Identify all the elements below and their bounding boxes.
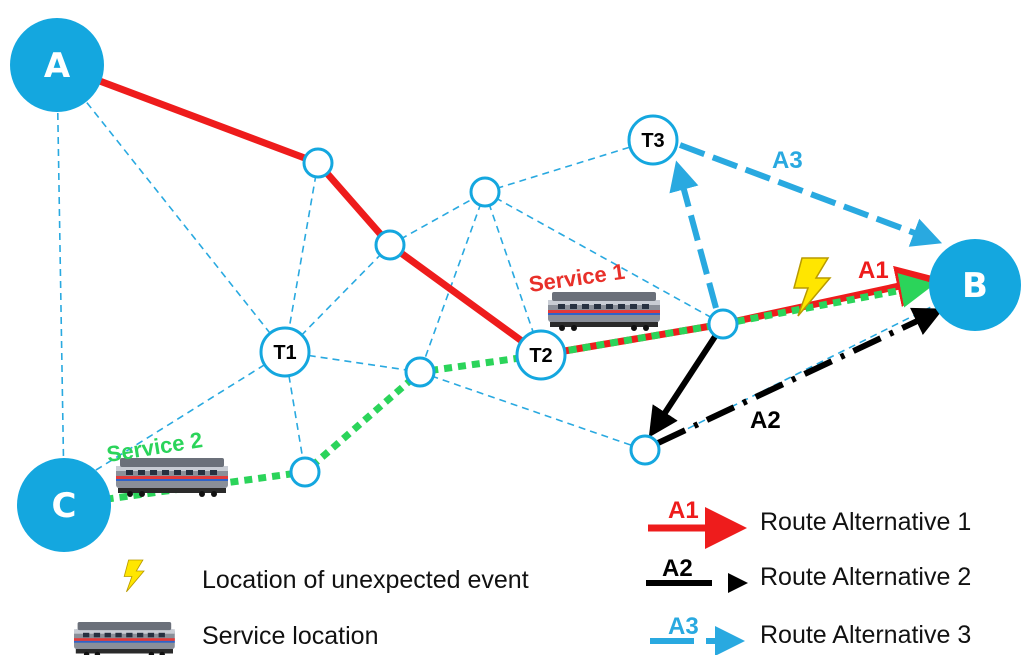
legend-bolt-icon (123, 559, 145, 593)
node-t3-label: T3 (641, 130, 664, 152)
route-a2-segment-1 (648, 333, 719, 438)
node-b-label: B (962, 266, 988, 306)
junction-node (469, 176, 501, 208)
junction-node (289, 456, 321, 488)
junction-node (707, 308, 739, 340)
legend-event-text: Location of unexpected event (202, 566, 529, 594)
node-a (10, 18, 104, 112)
node-a-label: A (44, 46, 71, 86)
legend-a2-text: Route Alternative 2 (760, 563, 971, 591)
route-a3-segment-2 (678, 142, 943, 247)
legend-a1-label: A1 (668, 497, 699, 524)
node-t1 (259, 326, 311, 378)
legend-train-icon (74, 622, 175, 655)
node-c (17, 458, 111, 552)
route-a3-segment-1 (669, 160, 719, 309)
legend-a1-text: Route Alternative 1 (760, 508, 971, 536)
legend-a3-text: Route Alternative 3 (760, 621, 971, 649)
legend-a3-label: A3 (668, 613, 699, 640)
legend-a2-arrowhead (728, 573, 748, 593)
service1-train-icon (548, 292, 660, 331)
legend-service-location-text: Service location (202, 622, 378, 650)
junction-node (629, 434, 661, 466)
service1-label: Service 1 (527, 259, 626, 297)
legend-a2-label: A2 (662, 555, 693, 582)
node-t2 (515, 329, 567, 381)
route-a2-tag: A2 (750, 407, 781, 434)
route-a3-tag: A3 (772, 147, 803, 174)
node-t3 (627, 114, 679, 166)
network-links (56, 64, 976, 491)
route-a1-tag: A1 (858, 257, 889, 284)
node-t1-label: T1 (273, 342, 296, 364)
service2-arrow (722, 273, 936, 328)
route-a2-segment-2 (656, 307, 944, 446)
node-c-label: C (52, 486, 77, 526)
node-b (929, 239, 1021, 331)
node-t2-label: T2 (529, 345, 552, 367)
junction-node (374, 229, 406, 261)
junction-node (404, 356, 436, 388)
service2-train-icon (116, 458, 228, 497)
junction-node (302, 147, 334, 179)
